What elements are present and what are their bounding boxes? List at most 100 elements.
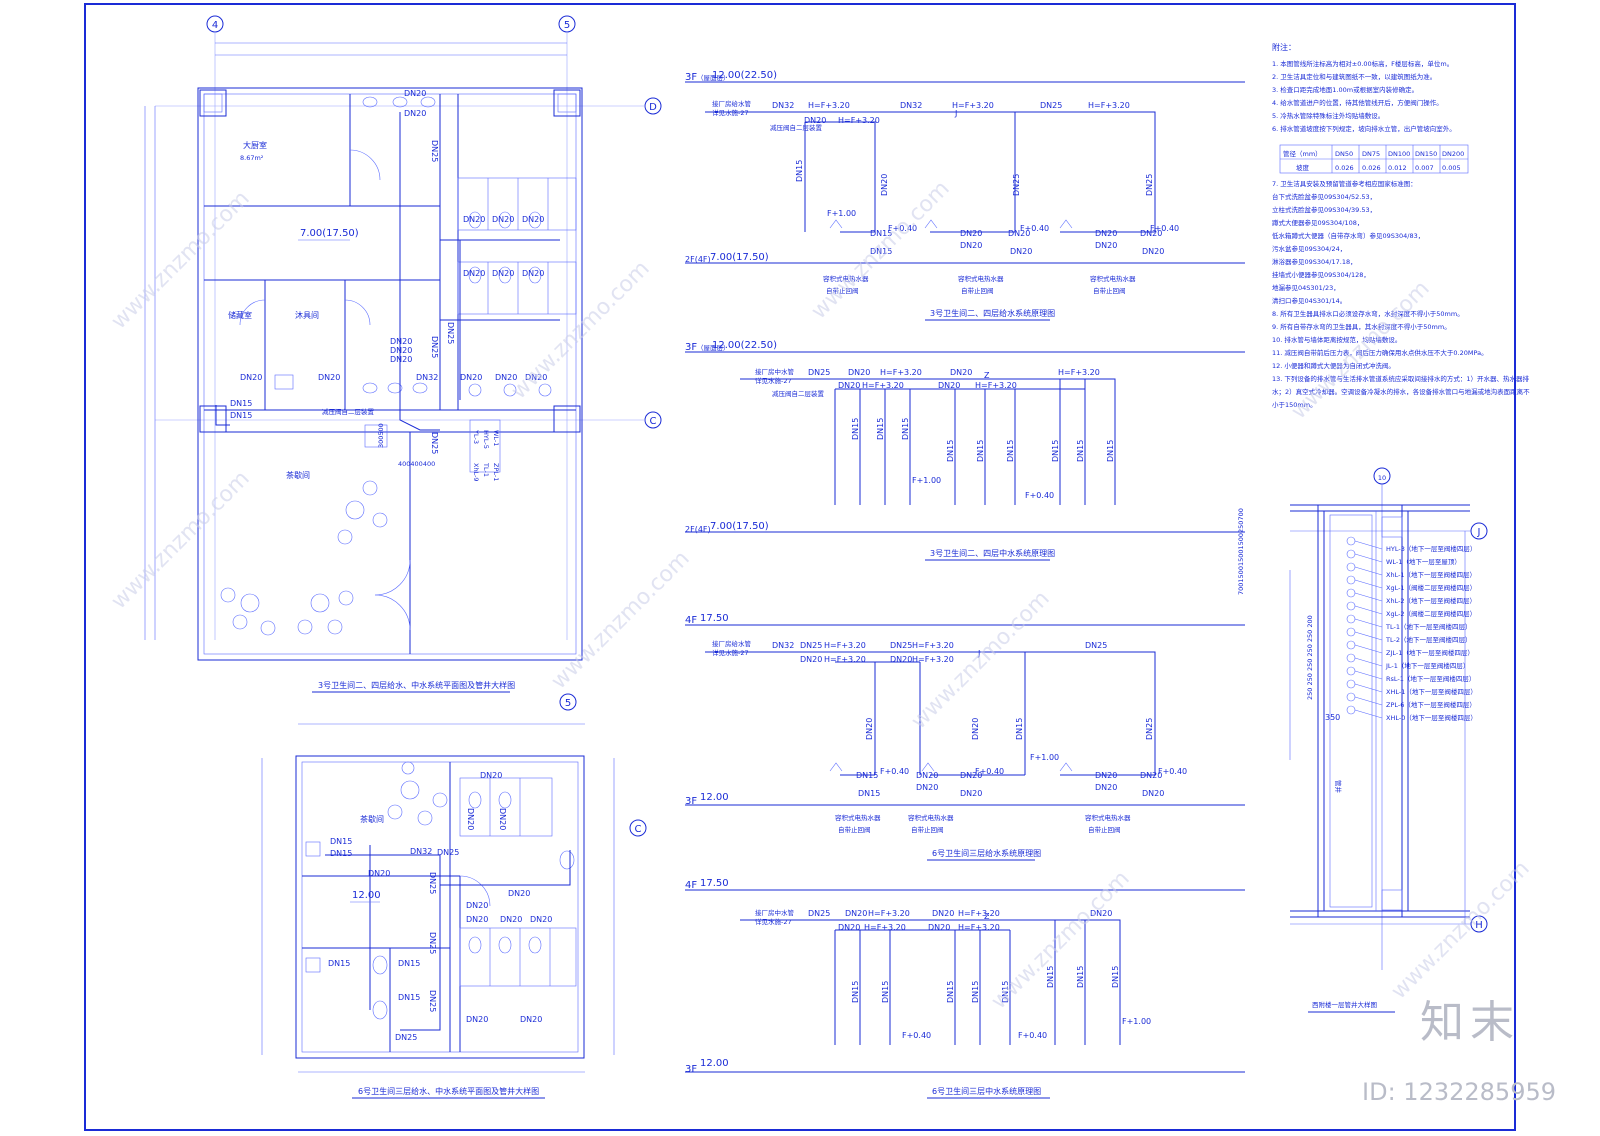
note-line: 低水箱蹲式大便器（自带存水弯）参见09S304/83， [1272, 231, 1424, 240]
leader-line [1355, 684, 1382, 692]
system-title: 6号卫生间三层给水系统原理图 [932, 848, 1041, 858]
system-title: 3号卫生间二、四层给水系统原理图 [930, 308, 1055, 318]
note-line: 地漏参见04S301/23， [1272, 283, 1340, 292]
pipe-label: DN15 [901, 418, 910, 440]
pipe-marker: Z [984, 371, 990, 380]
axis-label-cb: C [635, 824, 642, 835]
level-value: 12.00(22.50) [712, 70, 777, 81]
elev-label: H=F+3.20 [880, 368, 922, 377]
system-diagram-2: 3F （屋面层） 12.00(22.50) 2F(4F) 7.00(17.50)… [685, 340, 1245, 560]
pipe-label: DN25 [395, 1033, 417, 1042]
pipe-label: DN32 [416, 373, 438, 382]
plan-a: 4 5 D C [145, 16, 661, 692]
level-label: 3F [685, 796, 697, 807]
system-diagram-3: 4F 17.50 3F 12.00 接厂房给水管 详见水施-27 DN32 DN… [685, 613, 1245, 860]
pipe-label: DN25 [430, 140, 439, 162]
room-label: 储藏室 [228, 310, 252, 320]
pipe-label: DN20 [838, 923, 860, 932]
pipe-label: DN20 [466, 808, 475, 830]
pipe-label: DN25 [808, 909, 830, 918]
pipe-label: DN15 [851, 418, 860, 440]
pipe-label: DN20 [928, 923, 950, 932]
pipe-label: DN15 [1006, 440, 1015, 462]
axis-label-10: 10 [1378, 474, 1386, 482]
riser-pipe [1347, 667, 1355, 675]
source-label: 详见水施-27 [755, 376, 792, 385]
pipe-label: DN20 [971, 718, 980, 740]
level-label: 2F(4F) [685, 255, 711, 264]
elev-label: H=F+3.20 [1058, 368, 1100, 377]
pipe-label: DN20 [880, 174, 889, 196]
valve-label: 减压阀自二层装置 [322, 407, 375, 416]
room-area: 8.67m² [240, 154, 264, 162]
pipe-label: DN20 [848, 368, 870, 377]
pipe-label: DN20 [460, 373, 482, 382]
pipe-label: DN15 [230, 399, 252, 408]
note-line: 立柱式洗脸盆参见09S304/39.53， [1272, 205, 1376, 214]
pipe-label: DN20 [390, 355, 412, 364]
valve-label: 自带止回阀 [961, 286, 994, 295]
riser-pipe [1347, 654, 1355, 662]
heater-label: 容积式电热水器 [1090, 274, 1136, 283]
riser-label: RsL-1（地下一层至阀楼四层） [1386, 674, 1475, 683]
pipe-label: DN32 [900, 101, 922, 110]
riser-label: HYL-3（地下一层至阀楼四层） [1386, 544, 1476, 553]
shaft-dim: 350 [1325, 713, 1340, 722]
riser-pipe [1347, 641, 1355, 649]
pipe-label: DN20 [522, 215, 544, 224]
pipe-label: DN20 [500, 915, 522, 924]
pipe-label: DN15 [1015, 718, 1024, 740]
valve-label: 自带止回阀 [838, 825, 871, 834]
riser-pipe [1347, 576, 1355, 584]
table-cell: DN150 [1415, 150, 1437, 158]
pipe-label: DN20 [390, 346, 412, 355]
notes-block: 附注： 1. 本图管线所注标高为相对±0.00标高，F楼层标高，单位m。 2. … [1272, 42, 1530, 409]
pipe-marker: Z [984, 912, 990, 921]
riser-label: XgL-1（阀楼二层至阀楼四层） [1386, 583, 1476, 592]
riser-pipe [1347, 537, 1355, 545]
axis-label-j: J [1477, 527, 1481, 538]
leader-line [1355, 567, 1382, 575]
level-mark: 7.00(17.50) [300, 228, 359, 239]
level-value: 17.50 [700, 878, 729, 889]
elev-label: F+1.00 [912, 476, 941, 485]
pipe-label: DN20 [1008, 229, 1030, 238]
room-label: 沐具间 [295, 310, 319, 320]
pipe-label: DN20 [1010, 247, 1032, 256]
watermark: www.znzmo.com [987, 866, 1135, 1014]
riser-tag: ZPL-1 [492, 463, 500, 481]
dim-label: 400400400 [398, 460, 435, 468]
pipe-label: DN20 [404, 89, 426, 98]
pipe-label: DN20 [960, 241, 982, 250]
pipe-label: DN20 [520, 1015, 542, 1024]
pipe-label: DN32 [772, 101, 794, 110]
pipe-label: DN20 [950, 368, 972, 377]
system-diagram-1: 3F （屋面层） 12.00(22.50) 2F(4F) 7.00(17.50)… [685, 70, 1245, 320]
leader-line [1355, 645, 1382, 653]
heater-label: 容积式电热水器 [835, 813, 881, 822]
pipe-label: DN20 [960, 771, 982, 780]
note-line: 4. 给水管道进户的位置，待其他管线开后，方便阀门操作。 [1272, 98, 1443, 107]
riser-label: XHL-1（地下一层至阀楼四层） [1386, 687, 1477, 696]
riser-label: WL-1（地下一层至屋顶） [1386, 557, 1461, 566]
watermark: www.znzmo.com [547, 546, 695, 694]
table-cell: 管径（mm） [1283, 149, 1322, 158]
level-value: 7.00(17.50) [710, 521, 769, 532]
pipe-label: DN20 [804, 116, 826, 125]
pipe-label: DN25 [1145, 174, 1154, 196]
note-line: 11. 减压阀自带前后压力表，阀后压力确保用水点供水压不大于0.20MPa。 [1272, 348, 1488, 357]
axis-label-5: 5 [564, 20, 570, 31]
pipe-label: DN20 [1095, 771, 1117, 780]
elev-label: F+0.40 [1158, 767, 1187, 776]
note-line: 5. 冷热水管除特殊标注外均贴墙敷设。 [1272, 111, 1384, 120]
pipe-label: DN20 [498, 808, 507, 830]
note-line: 1. 本图管线所注标高为相对±0.00标高，F楼层标高，单位m。 [1272, 59, 1453, 68]
pipe-label: DN20 [466, 1015, 488, 1024]
pipe-label: DN15 [856, 771, 878, 780]
shaft-title: 西附楼一层管井大样图 [1312, 1000, 1377, 1009]
riser-label: JL-1（地下一层至阀楼四层） [1385, 661, 1469, 670]
pipe-label: DN20 [492, 215, 514, 224]
pipe-label: DN25 [428, 990, 437, 1012]
pipe-label: DN20 [1095, 783, 1117, 792]
watermark: www.znzmo.com [507, 256, 655, 404]
